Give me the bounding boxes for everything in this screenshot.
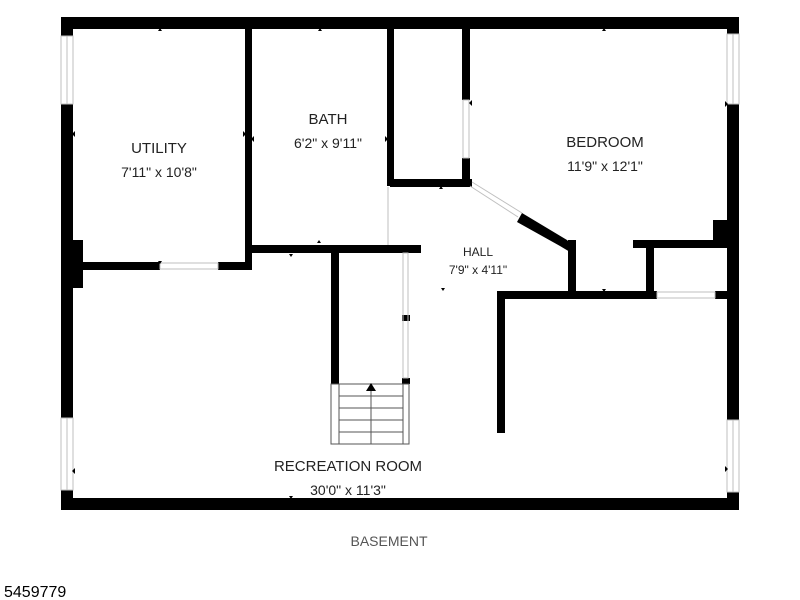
room-hall: HALL 7'9" x 4'11" xyxy=(449,245,507,277)
window-right-top xyxy=(726,33,740,105)
openings xyxy=(159,99,716,379)
marker-icon xyxy=(725,466,728,472)
wall-closet-bottom xyxy=(390,179,472,187)
windows xyxy=(60,33,740,493)
marker-icon xyxy=(158,261,162,264)
wall-closet-right-lower xyxy=(462,158,470,186)
wall-stair-left xyxy=(331,252,339,410)
wall-small-closet-top xyxy=(633,240,730,248)
room-name: BATH xyxy=(309,111,348,128)
marker-icon xyxy=(289,496,293,499)
wall-bedroom-bottom xyxy=(497,291,657,299)
room-utility: UTILITY 7'11" x 10'8" xyxy=(121,140,197,180)
room-dimensions: 30'0" x 11'3" xyxy=(310,482,386,498)
marker-icon xyxy=(602,289,606,292)
room-dimensions: 6'2" x 9'11" xyxy=(294,135,362,151)
wall-small-closet-bottom-right xyxy=(715,291,729,299)
marker-icon xyxy=(441,288,445,291)
window-right-bottom xyxy=(726,419,740,493)
opening-angled-door xyxy=(471,181,523,214)
marker-icon xyxy=(469,100,472,106)
interior-walls xyxy=(71,28,730,433)
wall-small-closet-bump xyxy=(713,220,729,246)
window-left-bottom xyxy=(60,417,74,491)
stair-frame xyxy=(330,383,410,445)
wall-stair-right-post-mid xyxy=(402,315,410,321)
room-name: UTILITY xyxy=(131,140,187,157)
wall-stair-right-post-top xyxy=(402,245,410,253)
marker-icon xyxy=(602,28,606,31)
wall-utility-bottom-left xyxy=(80,262,160,270)
wall-rec-partition xyxy=(497,291,505,433)
wall-stair-right-post-low xyxy=(402,378,410,384)
marker-icon xyxy=(251,136,254,142)
dimension-markers xyxy=(72,28,728,499)
opening-utility-door xyxy=(159,262,219,270)
wall-utility-bottom-right xyxy=(218,262,252,270)
wall-utility-bump xyxy=(71,240,83,288)
room-bath: BATH 6'2" x 9'11" xyxy=(294,111,362,151)
outer-wall-left xyxy=(61,17,73,510)
marker-icon xyxy=(72,468,75,474)
room-dimensions: 7'9" x 4'11" xyxy=(449,263,507,277)
marker-icon xyxy=(725,101,728,107)
wall-bath-bottom xyxy=(250,245,421,253)
marker-icon xyxy=(289,254,293,257)
stair-direction-arrow-icon xyxy=(366,383,376,391)
wall-bath-right xyxy=(387,28,394,186)
outer-walls xyxy=(61,17,739,510)
outer-wall-right xyxy=(727,17,739,510)
marker-icon xyxy=(158,28,162,31)
wall-closet-right-upper xyxy=(462,28,470,100)
room-name: BEDROOM xyxy=(566,134,644,151)
marker-icon xyxy=(243,131,246,137)
listing-id: 5459779 xyxy=(4,584,66,600)
outer-wall-top xyxy=(61,17,739,29)
opening-stair-rail xyxy=(402,252,409,379)
wall-bedroom-lower-vert xyxy=(568,240,576,298)
opening-closet-door xyxy=(462,99,470,159)
room-recreation: RECREATION ROOM 30'0" x 11'3" xyxy=(274,458,422,498)
room-name: RECREATION ROOM xyxy=(274,458,422,475)
marker-icon xyxy=(72,131,75,137)
wall-small-closet-left xyxy=(646,240,654,298)
marker-icon xyxy=(439,186,443,189)
room-bedroom: BEDROOM 11'9" x 12'1" xyxy=(566,134,644,174)
wall-bedroom-angled xyxy=(517,213,573,252)
opening-angled-door-inner xyxy=(469,185,519,218)
room-dimensions: 7'11" x 10'8" xyxy=(121,164,197,180)
room-name: HALL xyxy=(463,245,493,259)
outer-wall-bottom xyxy=(61,498,739,510)
window-left-top xyxy=(60,35,74,105)
opening-closet-bottom xyxy=(656,291,716,299)
marker-icon xyxy=(317,240,321,243)
room-dimensions: 11'9" x 12'1" xyxy=(567,158,643,174)
wall-utility-bath xyxy=(245,28,252,270)
floor-caption: BASEMENT xyxy=(350,533,427,549)
marker-icon xyxy=(318,28,322,31)
staircase xyxy=(330,383,410,445)
marker-icon xyxy=(385,136,388,142)
